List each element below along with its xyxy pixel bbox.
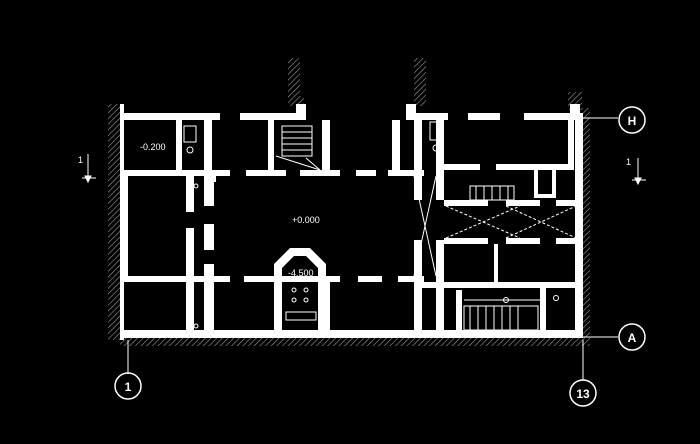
level-label-ground: +0.000 (292, 215, 320, 225)
level-label-center: -4.500 (288, 268, 314, 278)
plan-details (183, 121, 577, 331)
axis-label-1: 1 (125, 380, 132, 394)
retaining-hatch (108, 58, 590, 346)
section-mark-left-label: 1 (78, 155, 83, 165)
axis-label-13: 13 (576, 387, 590, 401)
axis-label-h: H (628, 114, 637, 128)
openings (186, 113, 556, 282)
axis-markers (114, 106, 646, 407)
level-label-room-nw: -0.200 (140, 142, 166, 152)
section-marks (82, 154, 646, 186)
section-mark-right-label: 1 (626, 157, 631, 167)
axis-label-a: A (628, 331, 637, 345)
